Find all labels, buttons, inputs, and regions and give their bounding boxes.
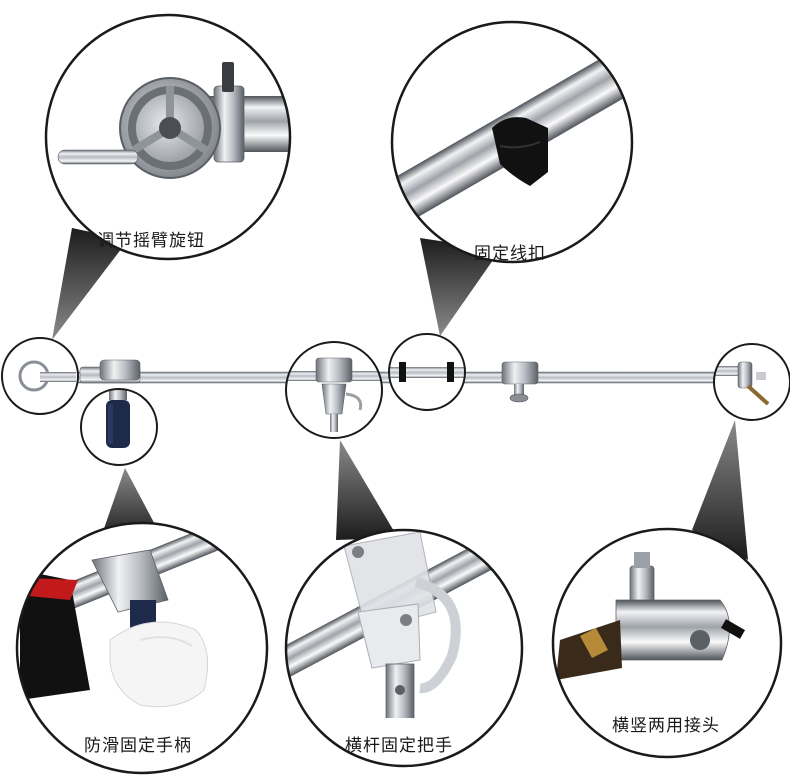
detail-circle-bar-lock	[284, 528, 524, 768]
callout-pointers	[52, 228, 748, 560]
pointer-bar-lock	[336, 440, 398, 540]
label-clip: 固定线扣	[474, 244, 546, 264]
small-detail-circles	[1, 333, 790, 466]
label-knob: 调节摇臂旋钮	[97, 231, 205, 251]
detail-circle-handle	[15, 521, 269, 775]
detail-circle-adapter	[551, 527, 783, 759]
label-handle: 防滑固定手柄	[84, 736, 192, 756]
detail-circle-knob	[44, 13, 292, 261]
pointer-knob	[52, 228, 128, 340]
detail-circle-clip	[390, 20, 634, 264]
label-bar-lock: 横杆固定把手	[345, 736, 453, 756]
pointer-clip	[420, 238, 500, 336]
pointer-adapter	[692, 420, 748, 560]
label-adapter: 横竖两用接头	[612, 716, 720, 736]
